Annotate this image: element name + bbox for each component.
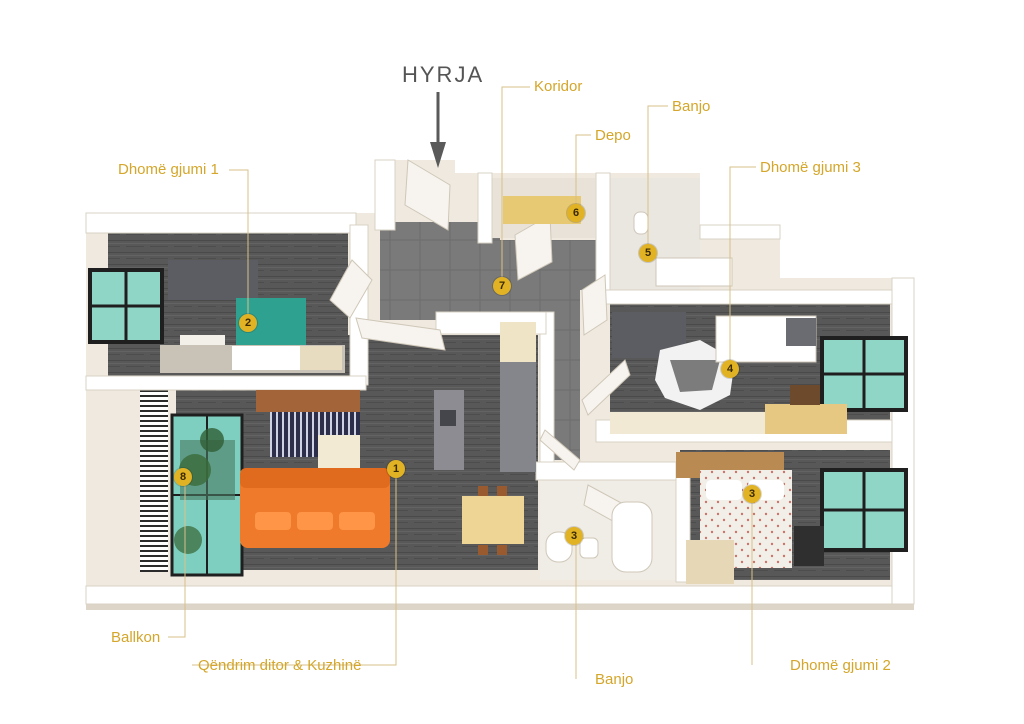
label-dhome-gjumi-1: Dhomë gjumi 1 [118, 161, 219, 178]
balcony-blinds [140, 390, 168, 572]
label-banjo-top: Banjo [672, 98, 711, 115]
marker-2: 2 [239, 314, 257, 332]
marker-3-bedroom: 3 [743, 485, 761, 503]
label-banjo-bottom: Banjo [595, 671, 634, 688]
marker-1: 1 [387, 460, 405, 478]
bedroom3-furniture [610, 312, 847, 434]
marker-3-bathroom: 3 [565, 527, 583, 545]
marker-6: 6 [567, 204, 585, 222]
marker-8: 8 [174, 468, 192, 486]
bathroom-bottom-furniture [545, 501, 653, 573]
bathroom-top-furniture [633, 211, 733, 287]
label-koridor: Koridor [534, 78, 583, 95]
label-dhome-gjumi-2: Dhomë gjumi 2 [790, 657, 891, 674]
label-qendrim-kuzhine: Qëndrim ditor & Kuzhinë [198, 657, 362, 674]
doors [329, 159, 631, 526]
entrance-arrow [430, 92, 446, 168]
marker-5: 5 [639, 244, 657, 262]
label-dhome-gjumi-3: Dhomë gjumi 3 [760, 159, 861, 176]
marker-4: 4 [721, 360, 739, 378]
marker-7: 7 [493, 277, 511, 295]
entrance-label: HYRJA [402, 62, 485, 87]
balcony-plants [174, 428, 224, 554]
bedroom1-furniture [160, 260, 345, 373]
label-depo: Depo [595, 127, 631, 144]
label-ballkon: Ballkon [111, 629, 161, 646]
living-furniture [180, 322, 536, 555]
leader-lines [168, 86, 756, 679]
